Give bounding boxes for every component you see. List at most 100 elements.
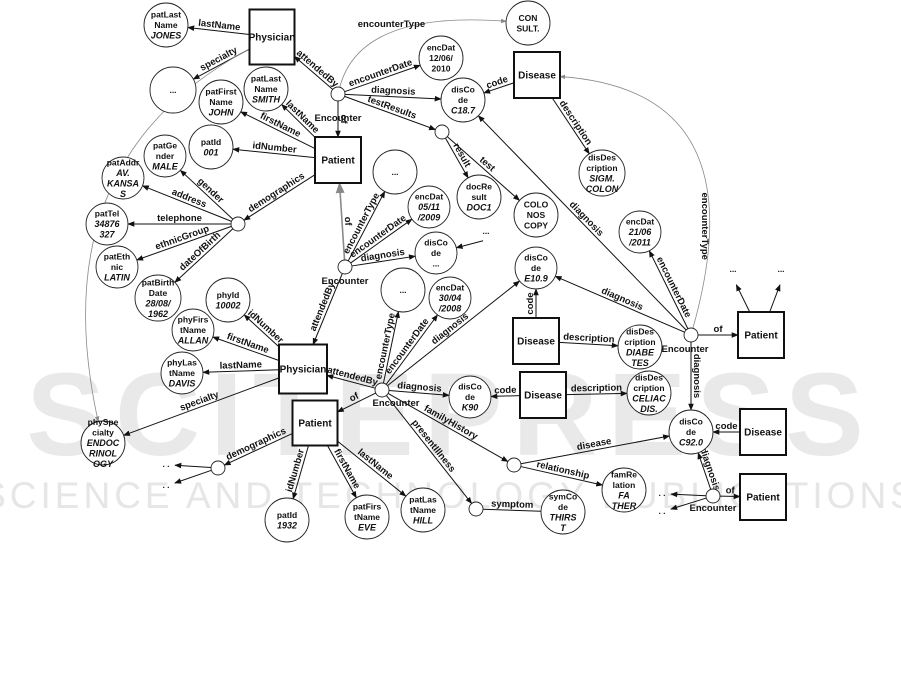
edge-label: diagnosis [397, 380, 442, 394]
edge-line [336, 392, 376, 413]
node-value: /2008 [438, 304, 462, 314]
literal-circle [372, 149, 418, 195]
node-tF: . . [658, 506, 665, 516]
edge-encounterDate: encounterDate [648, 250, 693, 329]
edge-line [232, 147, 316, 159]
edge-line [477, 115, 687, 331]
edge-label: lastName [198, 18, 241, 34]
edge-line [482, 508, 542, 512]
node-name: tName [180, 325, 206, 335]
node-dots1: ... [149, 66, 197, 114]
node-value: FA [618, 490, 630, 500]
class-box [739, 408, 787, 456]
node-demo1 [230, 216, 246, 232]
edge-label: idNumber [252, 140, 298, 155]
node-value: DAVIS [169, 379, 196, 389]
node-name: de [558, 502, 568, 512]
edge-description: description [551, 97, 595, 155]
node-name: phyLas [167, 358, 197, 368]
node-tG: ... [482, 226, 489, 236]
ellipsis-marker: . . [162, 480, 169, 490]
blank-node [705, 488, 721, 504]
class-box [512, 317, 560, 365]
edge-code: code [712, 421, 740, 435]
edge-line [326, 374, 376, 389]
edge-line [551, 97, 590, 155]
node-name: patFirst [205, 87, 236, 97]
edge-label: of [342, 216, 354, 227]
node-name: disDes [588, 152, 616, 162]
node-disease3: Disease [519, 371, 567, 419]
node-patient3: Patient [737, 311, 785, 359]
edge-lastName: lastName [187, 18, 250, 35]
edge-line [281, 103, 316, 138]
node-value: 34876 [94, 219, 120, 229]
edge-line [223, 432, 293, 466]
edge-line [174, 462, 212, 469]
edge-line [735, 284, 751, 313]
node-pat1: Patient [314, 136, 362, 184]
edge-line [350, 218, 413, 264]
edge-code: code [490, 385, 521, 400]
edge-line [382, 310, 400, 384]
edge-encounterType: encounterType [339, 18, 507, 88]
class-box [513, 51, 561, 99]
class-label: Disease [744, 428, 782, 439]
edge-line [243, 314, 280, 348]
node-value: 327 [99, 230, 115, 240]
edge-line [337, 440, 407, 497]
edge-line [670, 491, 707, 498]
edge-label: description [557, 99, 595, 148]
encounter-label: Encounter [315, 113, 362, 124]
node-pat2: Patient [291, 399, 339, 447]
literal-circle [601, 467, 647, 513]
edge-code: code [483, 74, 515, 94]
edge-disease: disease [520, 434, 671, 465]
node-name: ... [391, 167, 398, 177]
edge-line [327, 445, 357, 499]
node-name: patFirs [353, 502, 382, 512]
edge-line [565, 390, 628, 397]
node-value: LATIN [104, 273, 130, 283]
literal-circle [407, 185, 451, 229]
edge-diagnosis: diagnosis [344, 85, 442, 102]
node-name: patLast [151, 10, 181, 20]
literal-circle [160, 351, 204, 395]
node-test [434, 124, 450, 140]
node-name: disCo [424, 238, 448, 248]
literal-circle [440, 77, 486, 123]
edge-idNumber: idNumber [232, 140, 316, 159]
literal-circle [95, 245, 139, 289]
literal-circle [626, 370, 672, 416]
literal-circle [101, 156, 145, 200]
edge-label: code [715, 421, 737, 432]
node-value: /2009 [417, 213, 441, 223]
blank-node [337, 259, 353, 275]
node-name: ... [169, 85, 176, 95]
node-name: 12/06/ [429, 53, 453, 63]
node-value: 1932 [277, 520, 297, 530]
node-name: phyId [217, 290, 240, 300]
literal-circle [513, 192, 559, 238]
blank-node [434, 124, 450, 140]
edge-diagnosis: diagnosis [388, 380, 450, 398]
node-value: AV. [115, 168, 130, 178]
blank-node [683, 327, 699, 343]
edge-label: diagnosis [371, 85, 416, 98]
edge-curve [85, 48, 250, 423]
literal-circle [198, 79, 244, 125]
edge-line [769, 284, 781, 313]
literal-circle [149, 66, 197, 114]
node-tA: ... [729, 264, 736, 274]
node-name: Date [149, 288, 168, 298]
edge-diagnosis: diagnosis [554, 275, 685, 333]
